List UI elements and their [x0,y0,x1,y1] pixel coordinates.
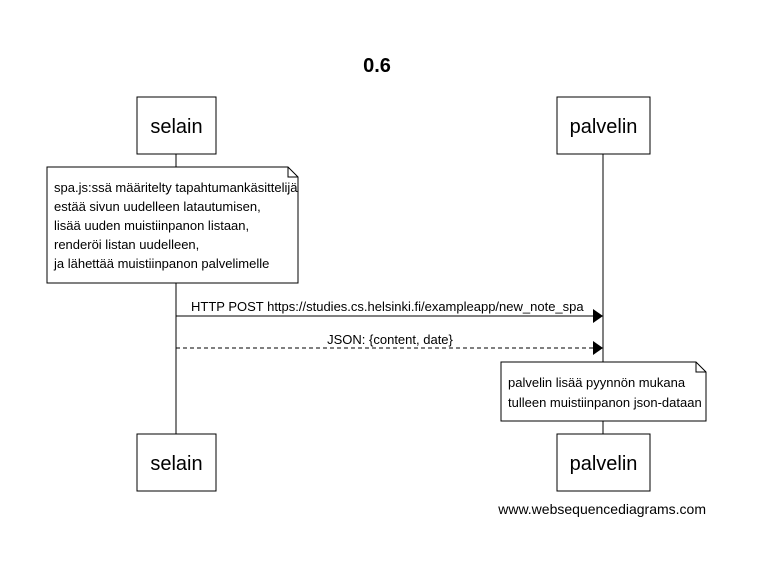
participant-label: selain [150,453,202,475]
diagram-title: 0.6 [363,55,391,77]
message-json: JSON: {content, date} [176,332,603,355]
note-line: palvelin lisää pyynnön mukana [508,375,686,390]
participant-label: palvelin [570,116,638,138]
note-line: estää sivun uudelleen latautumisen, [54,199,261,214]
participant-selain-top: selain [136,96,217,155]
note-line: spa.js:ssä määritelty tapahtumankäsittel… [54,180,298,195]
note-selain: spa.js:ssä määritelty tapahtumankäsittel… [46,166,299,284]
note-line: ja lähettää muistiinpanon palvelimelle [53,256,269,271]
participant-label: palvelin [570,453,638,475]
note-palvelin: palvelin lisää pyynnön mukana tulleen mu… [500,361,707,422]
note-line: renderöi listan uudelleen, [54,237,199,252]
message-label: JSON: {content, date} [327,332,453,347]
message-label: HTTP POST https://studies.cs.helsinki.fi… [191,299,584,314]
note-line: tulleen muistiinpanon json-dataan [508,395,702,410]
participant-label: selain [150,116,202,138]
participant-palvelin-top: palvelin [556,96,651,155]
footer-watermark: www.websequencediagrams.com [497,501,706,517]
participant-palvelin-bottom: palvelin [556,433,651,492]
message-http-post: HTTP POST https://studies.cs.helsinki.fi… [176,299,603,323]
note-line: lisää uuden muistiinpanon listaan, [54,218,249,233]
participant-selain-bottom: selain [136,433,217,492]
